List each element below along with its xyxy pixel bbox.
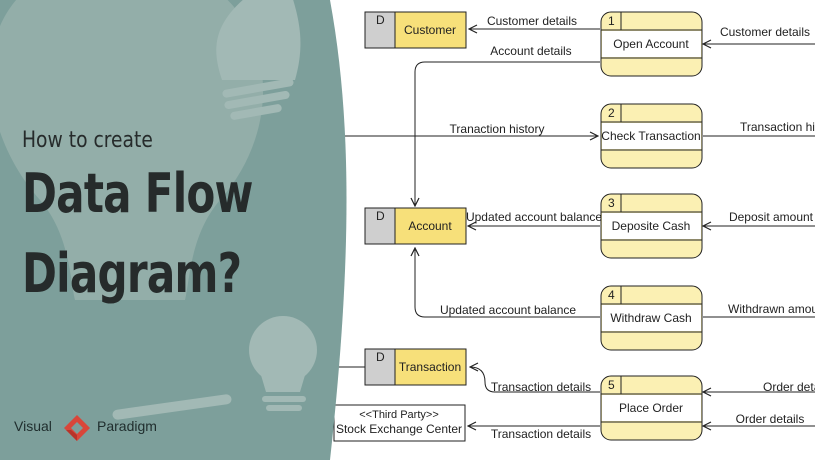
flow-label: Order details (736, 412, 805, 426)
process-name: Check Transaction (601, 129, 700, 143)
brand-logo-icon (64, 415, 90, 441)
store-name: Transaction (399, 360, 461, 374)
flow-label: Updated account balance (466, 210, 602, 224)
flow-line (415, 61, 600, 206)
heading-intro: How to create (22, 128, 153, 153)
process-number: 2 (608, 106, 615, 120)
page-title-line1: Data Flow (22, 162, 253, 225)
flow-label: Deposit amount (729, 210, 814, 224)
external-entity-stock-exchange[interactable]: <<Third Party>> Stock Exchange Center (333, 404, 466, 442)
process-name: Deposite Cash (612, 219, 691, 233)
process-number: 5 (608, 378, 615, 392)
store-id: D (376, 350, 385, 364)
lightbulb-top-icon (216, 0, 301, 120)
process-deposite-cash[interactable]: 3 Deposite Cash (600, 193, 703, 259)
store-name: Customer (404, 23, 456, 37)
brand-name-right: Paradigm (97, 418, 157, 434)
data-store-customer[interactable]: D Customer (364, 11, 467, 49)
flow-label: Withdrawn amou (728, 302, 815, 316)
lightbulb-large-icon (0, 0, 263, 300)
store-name: Account (408, 219, 452, 233)
flow-label: Transaction details (491, 380, 591, 394)
lightbulb-bottom-icon (112, 316, 317, 420)
flow-label: Account details (490, 44, 571, 58)
flow-label: Customer details (487, 14, 577, 28)
flow-labels: Customer details Customer details Accoun… (440, 14, 815, 441)
process-name: Withdraw Cash (610, 311, 691, 325)
process-withdraw-cash[interactable]: 4 Withdraw Cash (600, 285, 703, 351)
process-number: 3 (608, 196, 615, 210)
process-number: 1 (608, 14, 615, 28)
process-open-account[interactable]: 1 Open Account (600, 11, 703, 77)
flow-label: Tranaction history (450, 122, 545, 136)
flow-line (470, 367, 600, 393)
store-id: D (376, 13, 385, 27)
process-number: 4 (608, 288, 615, 302)
process-check-transaction[interactable]: 2 Check Transaction (600, 103, 703, 169)
process-place-order[interactable]: 5 Place Order (600, 375, 703, 441)
process-name: Place Order (619, 401, 683, 415)
flow-label: Transaction details (491, 427, 591, 441)
flow-label: Customer details (720, 25, 810, 39)
flow-label: Order deta (763, 380, 815, 394)
process-name: Open Account (613, 37, 689, 51)
store-id: D (376, 209, 385, 223)
flow-label: Updated account balance (440, 303, 576, 317)
brand-name-left: Visual (14, 418, 52, 434)
flow-label: Transaction his (740, 120, 815, 134)
data-store-account[interactable]: D Account (364, 207, 467, 245)
entity-name: Stock Exchange Center (336, 422, 462, 436)
flow-line (415, 248, 600, 318)
entity-stereotype: <<Third Party>> (359, 409, 439, 421)
page-title-line2: Diagram? (22, 242, 242, 305)
flow-lines (330, 29, 815, 426)
data-store-transaction[interactable]: D Transaction (364, 348, 467, 386)
